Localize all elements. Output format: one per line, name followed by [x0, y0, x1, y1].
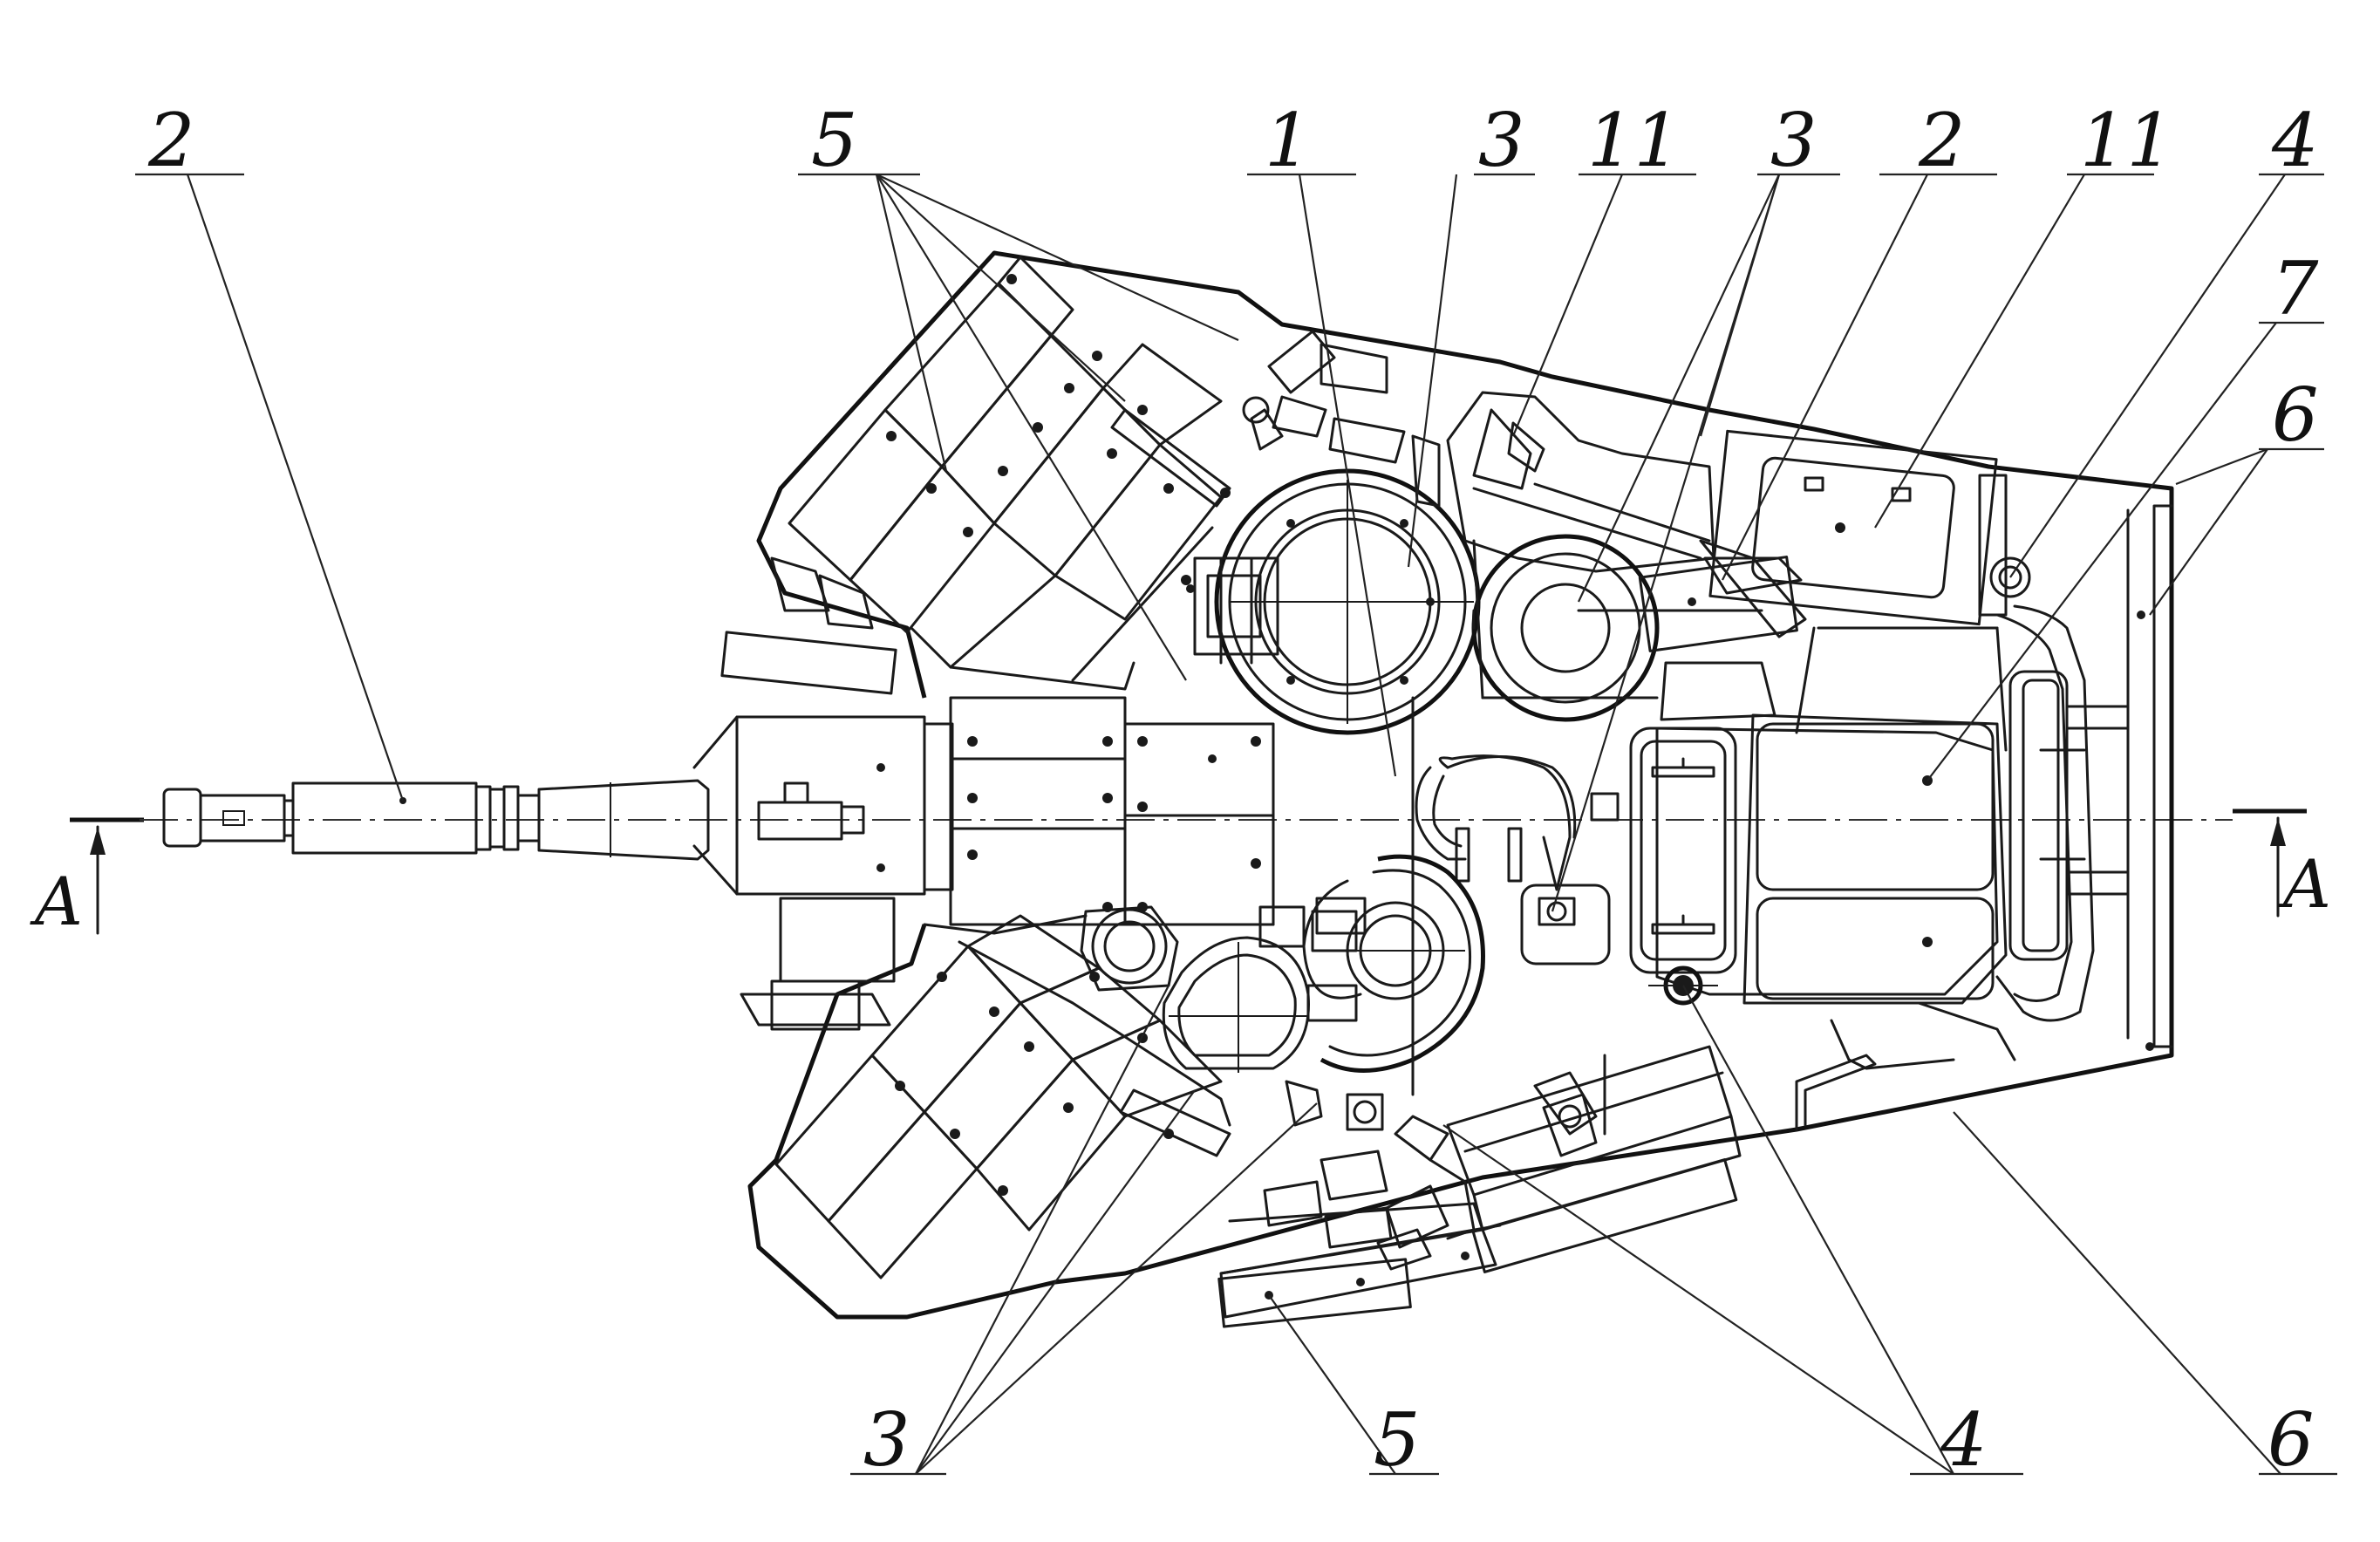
roof-plates [949, 696, 1275, 926]
callout-3-bottom: 3 [863, 1397, 910, 1483]
callout-7-right: 7 [2272, 246, 2319, 331]
rear-bustle [1655, 626, 2008, 1005]
lower-side-boxes [1219, 1045, 1742, 1275]
callout-4-top: 4 [2271, 98, 2318, 183]
callout-11-top-b: 11 [2080, 98, 2173, 183]
callout-numbers: 2 5 1 3 11 3 2 11 4 7 6 3 5 4 6 [147, 98, 2319, 1483]
section-marker-left: A [30, 817, 144, 940]
upper-armor-blocks [720, 256, 1231, 695]
leader-lines [135, 173, 2337, 1476]
stowage-box-upper [1708, 429, 2008, 626]
callout-6-right: 6 [2272, 372, 2318, 458]
section-letter-right: A [2278, 845, 2331, 923]
antenna-loop [1415, 754, 1620, 891]
periscopes-bottom [1263, 1115, 1476, 1271]
callout-2-left: 2 [147, 98, 194, 183]
periscopes-top [1242, 330, 1441, 508]
gun-mantlet [692, 715, 954, 896]
lower-hatch-group [1080, 905, 1384, 1131]
loader-hatch [1629, 727, 1737, 974]
lower-armor-blocks [740, 897, 1231, 1279]
callout-11-top-a: 11 [1587, 98, 1681, 183]
callout-3-top-a: 3 [1478, 98, 1524, 183]
callout-1-top: 1 [1265, 98, 1311, 183]
callout-5-bottom: 5 [1374, 1397, 1420, 1483]
rear-rail [1989, 556, 2145, 1022]
lower-front-box [1217, 1228, 1497, 1328]
turret-outer-hull [747, 250, 2174, 1320]
callout-3-top-b: 3 [1770, 98, 1817, 183]
section-marker-right: A [2233, 809, 2331, 923]
gunner-cupola [1302, 854, 1485, 1073]
callout-2-top: 2 [1918, 98, 1965, 183]
inner-ring-outline [923, 539, 1659, 1136]
callout-4-bottom: 4 [1940, 1397, 1987, 1483]
gun-barrel [162, 779, 710, 861]
section-letter-left: A [30, 863, 83, 940]
rear-lower-panel [1795, 1001, 2154, 1131]
commander-cupola [1186, 468, 1481, 735]
callout-5-top: 5 [811, 98, 857, 183]
callout-6-bottom: 6 [2267, 1397, 2314, 1483]
sight-head-box [1520, 884, 1611, 965]
